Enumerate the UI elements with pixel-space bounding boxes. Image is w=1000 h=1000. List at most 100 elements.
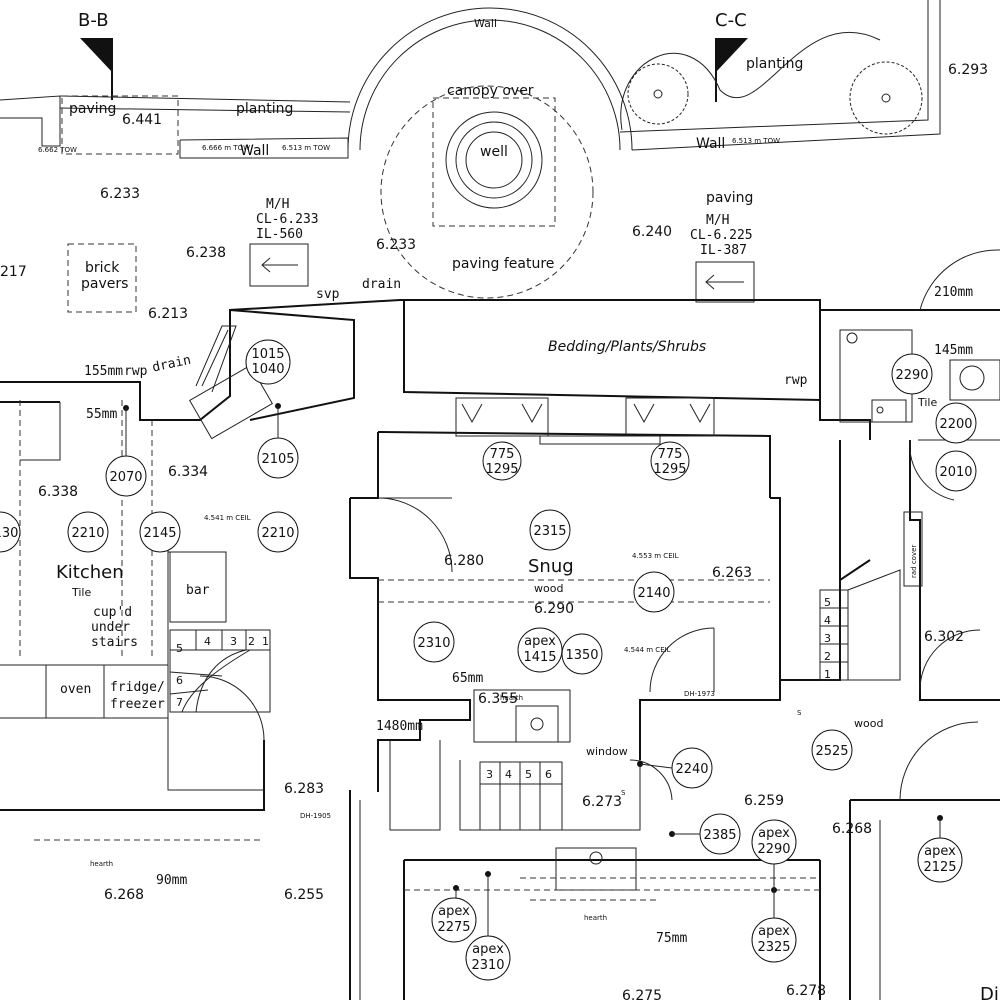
height-marker: 2145 xyxy=(143,526,176,541)
height-marker: apex xyxy=(924,844,956,859)
section-label-cc: C-C xyxy=(715,10,747,31)
floor-finish-label: Tile xyxy=(71,586,91,599)
wall-label: Wall xyxy=(696,136,725,152)
garden-walls xyxy=(0,0,941,159)
svp-label: svp xyxy=(316,287,340,302)
dimension-label: 65mm xyxy=(452,671,483,686)
manhole-cover-left xyxy=(249,243,309,287)
floor-finish-label: wood xyxy=(534,582,563,595)
bar-counter xyxy=(169,551,227,623)
stair-step: 1 xyxy=(262,635,269,648)
cupboard-label: cup'd xyxy=(93,605,132,620)
cupboard-label: stairs xyxy=(91,635,138,650)
cupboard-label: under xyxy=(91,620,130,635)
dimension-label: 55mm xyxy=(86,407,117,422)
height-marker: 2240 xyxy=(675,762,708,777)
ceiling-level-label: 4.553 m CEIL xyxy=(632,552,679,560)
height-marker: apex xyxy=(472,942,504,957)
stair-step: 2 xyxy=(248,635,255,648)
spot-level: 6.283 xyxy=(284,781,324,797)
spot-level: 6.233 xyxy=(100,186,140,202)
building-walls xyxy=(0,299,1000,1000)
manhole-labels: M/H CL-6.233 IL-560 M/H CL-6.225 IL-387 xyxy=(256,197,753,258)
height-marker: 775 xyxy=(490,447,515,462)
hearth-lower xyxy=(555,847,637,891)
height-marker: 2210 xyxy=(261,526,294,541)
manhole-label: M/H xyxy=(266,197,289,212)
height-marker: 2140 xyxy=(637,586,670,601)
floor-finish-label: Tile xyxy=(917,396,937,409)
spot-levels: 6.441 6.233 6.238 6.233 6.240 6.293 217 … xyxy=(0,62,988,1000)
dimension-label: 210mm xyxy=(934,285,973,300)
stair-step: 3 xyxy=(486,768,493,781)
hearth-label: hearth xyxy=(90,860,113,868)
spot-level: 6.255 xyxy=(284,887,324,903)
section-label-bb: B-B xyxy=(78,10,109,31)
height-marker: 1040 xyxy=(251,362,284,377)
height-marker: 130 xyxy=(0,526,18,541)
room-labels: Wall Wall Wall planting planting paving … xyxy=(38,17,999,1000)
manhole-cover-right xyxy=(695,261,755,303)
floor-finish-label: wood xyxy=(854,717,883,730)
window-label: window xyxy=(586,745,628,758)
height-marker: 2290 xyxy=(895,368,928,383)
top-of-wall-label: 6.513 m TOW xyxy=(732,137,780,145)
spot-level: 6.334 xyxy=(168,464,208,480)
ceiling-level-label: 4.544 m CEIL xyxy=(624,646,671,654)
stair-step: 6 xyxy=(545,768,552,781)
door-head-label: DH-1973 xyxy=(684,690,715,698)
top-of-wall-label: 6.666 m TOW xyxy=(202,144,250,152)
spot-level: 6.441 xyxy=(122,112,162,128)
dimension-label: 75mm xyxy=(656,931,687,946)
wall-label: Wall xyxy=(474,17,497,30)
oven-label: oven xyxy=(60,682,91,697)
height-marker: 2010 xyxy=(939,465,972,480)
stair-step: 1 xyxy=(824,668,831,681)
window-skylight-kitchen xyxy=(195,325,237,393)
height-marker: 2275 xyxy=(437,920,470,935)
stair-step: 5 xyxy=(525,768,532,781)
height-marker: apex xyxy=(524,634,556,649)
height-marker: 1350 xyxy=(565,648,598,663)
bar-label: bar xyxy=(186,583,210,598)
planting-label: planting xyxy=(236,101,293,117)
stairs-kitchen: 5 6 7 4 3 2 1 xyxy=(169,629,271,713)
spot-level: 6.240 xyxy=(632,224,672,240)
stair-step: 3 xyxy=(230,635,237,648)
height-marker: 2210 xyxy=(71,526,104,541)
height-marker: 2525 xyxy=(815,744,848,759)
section-marker-bb: B-B xyxy=(78,10,113,100)
well-label: well xyxy=(480,144,508,160)
tree-icon xyxy=(627,63,689,125)
height-marker: 2125 xyxy=(923,860,956,875)
height-marker: 2315 xyxy=(533,524,566,539)
sink-unit xyxy=(189,364,273,440)
height-marker: apex xyxy=(758,826,790,841)
well-feature xyxy=(380,85,594,299)
height-marker: 775 xyxy=(658,447,683,462)
brick-pavers-label: pavers xyxy=(81,276,128,292)
room-name-snug: Snug xyxy=(528,556,574,577)
spot-level: 6.268 xyxy=(104,887,144,903)
manhole-label: M/H xyxy=(706,213,729,228)
planting-label: planting xyxy=(746,56,803,72)
spot-level: 6.278 xyxy=(786,983,826,999)
spot-level: 6.268 xyxy=(832,821,872,837)
height-marker: 1295 xyxy=(653,462,686,477)
height-marker: 1415 xyxy=(523,650,556,665)
stair-step: 7 xyxy=(176,696,183,709)
spot-level: 6.290 xyxy=(534,601,574,617)
stair-step: 6 xyxy=(176,674,183,687)
room-name-kitchen: Kitchen xyxy=(56,562,124,583)
stair-step: 4 xyxy=(204,635,211,648)
paving-area-left xyxy=(61,95,179,155)
spot-level: 6.275 xyxy=(622,988,662,1000)
spot-level: 6.273 xyxy=(582,794,622,810)
tree-icon xyxy=(849,61,923,135)
spot-level: 217 xyxy=(0,264,27,280)
fridge-label: fridge/ xyxy=(110,680,165,695)
spot-level: 6.280 xyxy=(444,553,484,569)
stair-step: 5 xyxy=(176,642,183,655)
paving-label: paving xyxy=(706,190,753,206)
